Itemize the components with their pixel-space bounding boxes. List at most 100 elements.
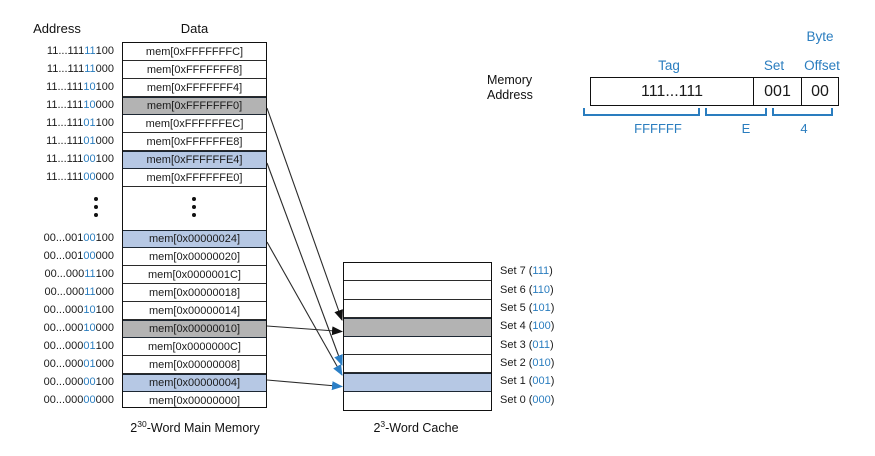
caption-rest: -Word Cache [385, 421, 459, 436]
address-offset-bits: 000 [95, 171, 114, 183]
memory-word-row: mem[0xFFFFFFE4] [123, 151, 266, 169]
memory-word-label: mem[0xFFFFFFF8] [146, 63, 243, 76]
address-set-bits: 10 [83, 99, 96, 111]
address-ellipsis-dots [91, 197, 101, 218]
cache-set-row [344, 355, 491, 374]
address-prefix-bits: 11...111 [46, 63, 85, 75]
address-prefix-bits: 00...001 [43, 250, 84, 262]
cache-set-label: Set 1 (001) [500, 372, 554, 390]
address-set-bits: 01 [83, 340, 96, 352]
address-prefix-bits: 00...000 [44, 268, 85, 280]
cache-set-label: Set 5 (101) [500, 299, 554, 317]
set-label-text: Set 2 ( [500, 357, 533, 370]
address-prefix-bits: 11...111 [46, 153, 84, 165]
address-set-bits: 00 [83, 394, 96, 406]
memory-word-label: mem[0xFFFFFFF0] [146, 100, 243, 112]
address-prefix-bits: 00...000 [43, 376, 84, 388]
memory-ellipsis-dots [189, 197, 199, 218]
data-column-header: Data [180, 21, 209, 36]
cache-set-row [344, 263, 491, 282]
address-offset-bits: 000 [95, 63, 114, 75]
address-prefix-bits: 00...000 [43, 322, 84, 334]
set-label-text: Set 5 ( [500, 301, 533, 314]
set-label-text: Set 4 ( [500, 320, 533, 333]
byte-offset-field: 00 [801, 78, 838, 105]
memory-word-label: mem[0x0000001C] [148, 268, 241, 281]
memory-word-row: mem[0xFFFFFFF0] [123, 97, 266, 115]
ellipsis-dot [191, 212, 197, 218]
memory-word-row: mem[0x00000018] [123, 284, 266, 302]
tag-hex-value: FFFFFF [634, 121, 682, 136]
cache-set-row [344, 281, 491, 300]
memory-word-label: mem[0x00000014] [148, 304, 241, 317]
caption-base: 2 [130, 421, 138, 436]
set-label-close: ) [550, 301, 555, 314]
address-set-bits: 10 [83, 304, 96, 316]
ellipsis-dot [93, 204, 99, 210]
set-label-bits: 110 [532, 283, 550, 296]
address-set-bits: 00 [83, 232, 96, 244]
set-label-bits: 001 [532, 375, 551, 388]
address-offset-bits: 000 [95, 99, 114, 111]
memory-word-row: mem[0x00000020] [123, 248, 266, 266]
memory-word-row: mem[0xFFFFFFE8] [123, 133, 266, 151]
set-label-bits: 111 [532, 265, 550, 278]
byte-offset-bits: 00 [811, 82, 829, 100]
cache-set-row [344, 318, 491, 337]
set-label-bits: 100 [532, 320, 551, 333]
address-offset-bits: 000 [95, 322, 114, 334]
arrow-mem-00000004-to-set1 [266, 379, 343, 391]
tag-field: 111 ... 111 [591, 78, 753, 105]
address-offset-bits: 100 [95, 232, 114, 244]
memory-word-label: mem[0x00000018] [148, 286, 241, 299]
memory-word-label: mem[0xFFFFFFE0] [146, 171, 243, 184]
arrow-mem-00000024-to-set1 [266, 241, 343, 376]
address-offset-bits: 100 [95, 376, 114, 388]
memory-word-row: mem[0xFFFFFFF8] [123, 61, 266, 79]
tag-dots: ... [665, 82, 679, 100]
caption-exponent: 30 [137, 419, 147, 429]
address-offset-bits: 100 [95, 153, 114, 165]
set-bits: 001 [764, 82, 791, 100]
memory-word-label: mem[0xFFFFFFFC] [145, 45, 244, 58]
set-label-close: ) [550, 393, 555, 406]
set-label-bits: 101 [532, 301, 551, 314]
caption-rest: -Word Main Memory [146, 421, 260, 436]
address-set-bits: 01 [83, 135, 96, 147]
address-offset-bits: 100 [95, 268, 114, 280]
caption-base: 2 [373, 421, 381, 436]
address-set-bits: 01 [83, 117, 96, 129]
address-set-bits: 11 [84, 286, 96, 298]
address-prefix-bits: 11...111 [46, 135, 84, 147]
set-label-close: ) [549, 265, 553, 278]
set-label-bits: 000 [532, 393, 551, 406]
memory-word-label: mem[0x00000024] [148, 233, 241, 245]
memory-word-row: mem[0x0000000C] [123, 338, 266, 356]
memory-word-label: mem[0xFFFFFFF4] [146, 81, 243, 94]
memory-word-row: mem[0xFFFFFFF4] [123, 79, 266, 97]
arrow-mem-fffffff0-to-set4 [266, 107, 343, 321]
address-set-bits: 00 [83, 153, 96, 165]
memory-word-label: mem[0x0000000C] [148, 340, 241, 353]
memory-word-label: mem[0x00000000] [148, 395, 241, 407]
arrow-mem-00000010-to-set4 [266, 325, 343, 336]
set-label-text: Set 6 ( [500, 283, 533, 296]
cache-set-row [344, 373, 491, 392]
cache-box [343, 262, 492, 411]
memory-word-row: mem[0x00000004] [123, 374, 266, 392]
address-set-bits: 00 [83, 171, 96, 183]
address-prefix-bits: 00...000 [44, 286, 85, 298]
set-label-text: Set 3 ( [500, 338, 533, 351]
set-label-bits: 011 [532, 338, 550, 351]
address-column-header: Address [33, 21, 81, 36]
set-label-close: ) [550, 320, 555, 333]
